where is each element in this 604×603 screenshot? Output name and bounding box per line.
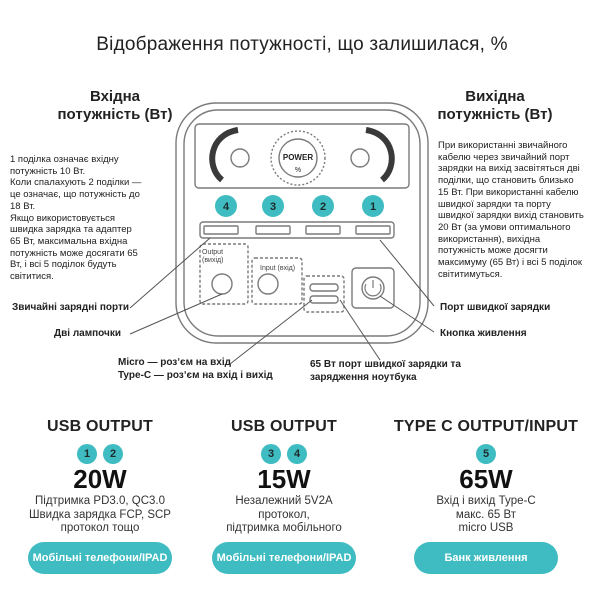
power-symbol	[364, 280, 382, 297]
callout-two-lamps: Дві лампочки	[54, 328, 121, 339]
section-pill[interactable]: Мобільні телефони/IPAD	[212, 541, 356, 574]
micro-port	[309, 283, 339, 292]
port-badge-1: 1	[370, 201, 376, 213]
lamp-left-icon	[211, 273, 233, 295]
page-title: Відображення потужності, що залишилася, …	[96, 34, 508, 55]
output-power-note: При використанні звичайного кабелю через…	[438, 140, 584, 280]
device-outer-body	[175, 102, 429, 344]
port-badge-4-circle	[215, 195, 237, 217]
callout-power-button: Кнопка живлення	[440, 328, 527, 339]
output-port-label: Output (вихід)	[202, 249, 224, 264]
input-port-label: Input (вхід)	[260, 264, 295, 272]
port-badge-2-circle	[312, 195, 334, 217]
power-button-housing	[351, 267, 395, 309]
battery-dial-inner	[278, 138, 318, 178]
output-meter-icon	[350, 148, 370, 168]
section-pill[interactable]: Банк живлення	[414, 541, 558, 574]
section-badge: 4	[287, 444, 307, 464]
callout-line-fast-port	[379, 239, 435, 307]
output-power-heading: Вихідна потужність (Вт)	[437, 88, 553, 123]
usb-port-1	[355, 225, 391, 235]
section-badge: 3	[261, 444, 281, 464]
lamp-right-icon	[257, 273, 279, 295]
callout-line-lamps	[129, 293, 223, 335]
port-badge-4: 4	[223, 201, 230, 213]
section-watt: 15W	[257, 464, 311, 494]
device-inner-body	[183, 109, 421, 337]
usb-port-strip	[199, 221, 395, 239]
input-power-note: 1 поділка означає вхідну потужність 10 В…	[10, 154, 142, 283]
callout-line-laptop-port	[339, 299, 381, 361]
section-typec-65w: TYPE C OUTPUT/INPUT 5 65W Вхід і вихід T…	[388, 418, 584, 574]
callout-regular-ports: Звичайні зарядні порти	[12, 302, 129, 313]
usb-port-4	[203, 225, 239, 235]
percent-label: %	[295, 167, 301, 174]
input-meter-arc	[209, 127, 239, 183]
section-watt: 65W	[459, 464, 513, 494]
usb-port-2	[305, 225, 341, 235]
section-desc: Незалежний 5V2A протокол, підтримка мобі…	[226, 495, 342, 534]
display-panel	[194, 123, 410, 189]
callout-line-power-button	[379, 295, 435, 333]
port-badge-2: 2	[320, 201, 326, 213]
micro-typec-housing	[303, 275, 345, 313]
section-usb-20w: USB OUTPUT 1 2 20W Підтримка PD3.0, QC3.…	[20, 418, 180, 574]
typec-port	[309, 295, 339, 304]
power-button-icon	[361, 276, 385, 300]
usb-port-3	[255, 225, 291, 235]
section-title: USB OUTPUT	[47, 418, 153, 435]
input-lamp-housing	[251, 257, 303, 305]
section-desc: Підтримка PD3.0, QC3.0 Швидка зарядка FC…	[29, 495, 171, 534]
callout-line-regular-ports	[129, 237, 211, 309]
section-badge: 5	[476, 444, 496, 464]
port-badge-3: 3	[270, 201, 276, 213]
section-badge: 2	[103, 444, 123, 464]
callout-micro-typec: Micro — розʼєм на вхід Type-C — розʼєм н…	[118, 357, 273, 381]
section-watt: 20W	[73, 464, 127, 494]
callout-fast-port: Порт швидкої зарядки	[440, 302, 551, 313]
output-lamp-housing	[199, 243, 249, 305]
battery-percent-dial	[270, 130, 326, 186]
section-usb-15w: USB OUTPUT 3 4 15W Незалежний 5V2A прото…	[204, 418, 364, 574]
section-title: USB OUTPUT	[231, 418, 337, 435]
input-meter-icon	[230, 148, 250, 168]
input-power-heading: Вхідна потужність (Вт)	[57, 88, 173, 123]
callout-laptop-port: 65 Вт порт швидкої зарядки та зарядження…	[310, 359, 461, 383]
section-desc: Вхід і вихід Type-C макс. 65 Вт micro US…	[436, 495, 536, 534]
port-badge-1-circle	[362, 195, 384, 217]
callout-line-micro-typec	[229, 299, 313, 365]
power-label: POWER	[283, 153, 313, 162]
section-badge: 1	[77, 444, 97, 464]
section-title: TYPE C OUTPUT/INPUT	[393, 418, 579, 435]
section-pill[interactable]: Мобільні телефони/IPAD	[28, 541, 172, 574]
port-badge-3-circle	[262, 195, 284, 217]
output-meter-arc	[365, 127, 395, 183]
